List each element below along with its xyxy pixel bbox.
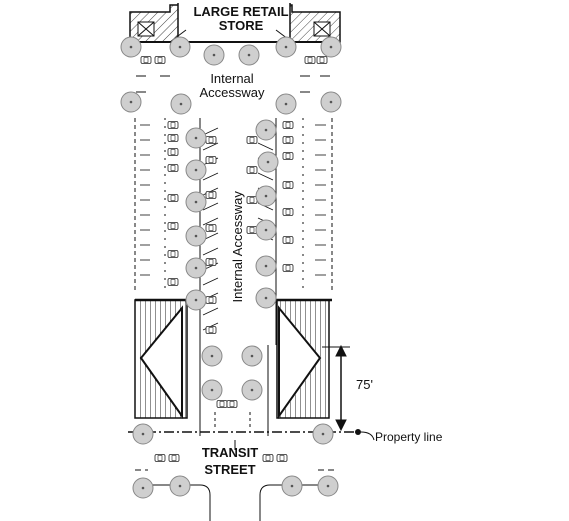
store-label: LARGE RETAIL STORE [186,5,296,32]
tree-icon [255,185,277,207]
dimension-arrow-icon [322,344,350,432]
street-edges [135,345,335,521]
tree-icon [255,219,277,241]
tree-icon [238,44,260,66]
tree-icon [201,379,223,401]
accessway-top-line2: Accessway [199,84,265,100]
lane-markings [136,75,330,93]
landscape-buffer-right [268,298,332,420]
accessway-top-line1: Internal [210,71,254,86]
tree-icon [320,36,342,58]
tree-icon [132,423,154,445]
tree-icon [185,159,207,181]
tree-icon [185,257,207,279]
store-building [129,3,341,43]
property-marker-icon [355,429,375,441]
street-label-line1: TRANSIT [201,445,259,460]
tree-icon [201,345,223,367]
store-label-line2: STORE [218,17,264,33]
stall-lines [140,124,326,276]
tree-icon [185,191,207,213]
tree-icon [170,93,192,115]
tree-icon [257,151,279,173]
tree-icon [317,475,339,497]
tree-icon [320,91,342,113]
tree-icon [169,36,191,58]
tree-icon [275,36,297,58]
tree-icon [120,36,142,58]
store-label-line1: LARGE RETAIL [193,4,289,19]
accessway-vertical-label: Internal Accessway [230,191,246,303]
property-line-label: Property line [375,430,443,444]
tree-icon [312,423,334,445]
tree-icon [241,345,263,367]
accessway-top-label: Internal Accessway [192,72,272,99]
tree-icon [120,91,142,113]
tree-icon [281,475,303,497]
tree-icon [185,127,207,149]
street-label: TRANSIT STREET [180,446,280,476]
tree-icon [275,93,297,115]
tree-icon [255,287,277,309]
tree-icon [241,379,263,401]
tree-icon [255,119,277,141]
tree-icon [203,44,225,66]
tree-icon [255,255,277,277]
tree-icon [132,477,154,499]
street-label-line2: STREET [204,461,256,477]
tree-icon [185,289,207,311]
landscape-buffer-left [134,298,200,420]
tree-icon [185,225,207,247]
tree-icon [169,475,191,497]
dimension-label: 75' [356,377,373,392]
